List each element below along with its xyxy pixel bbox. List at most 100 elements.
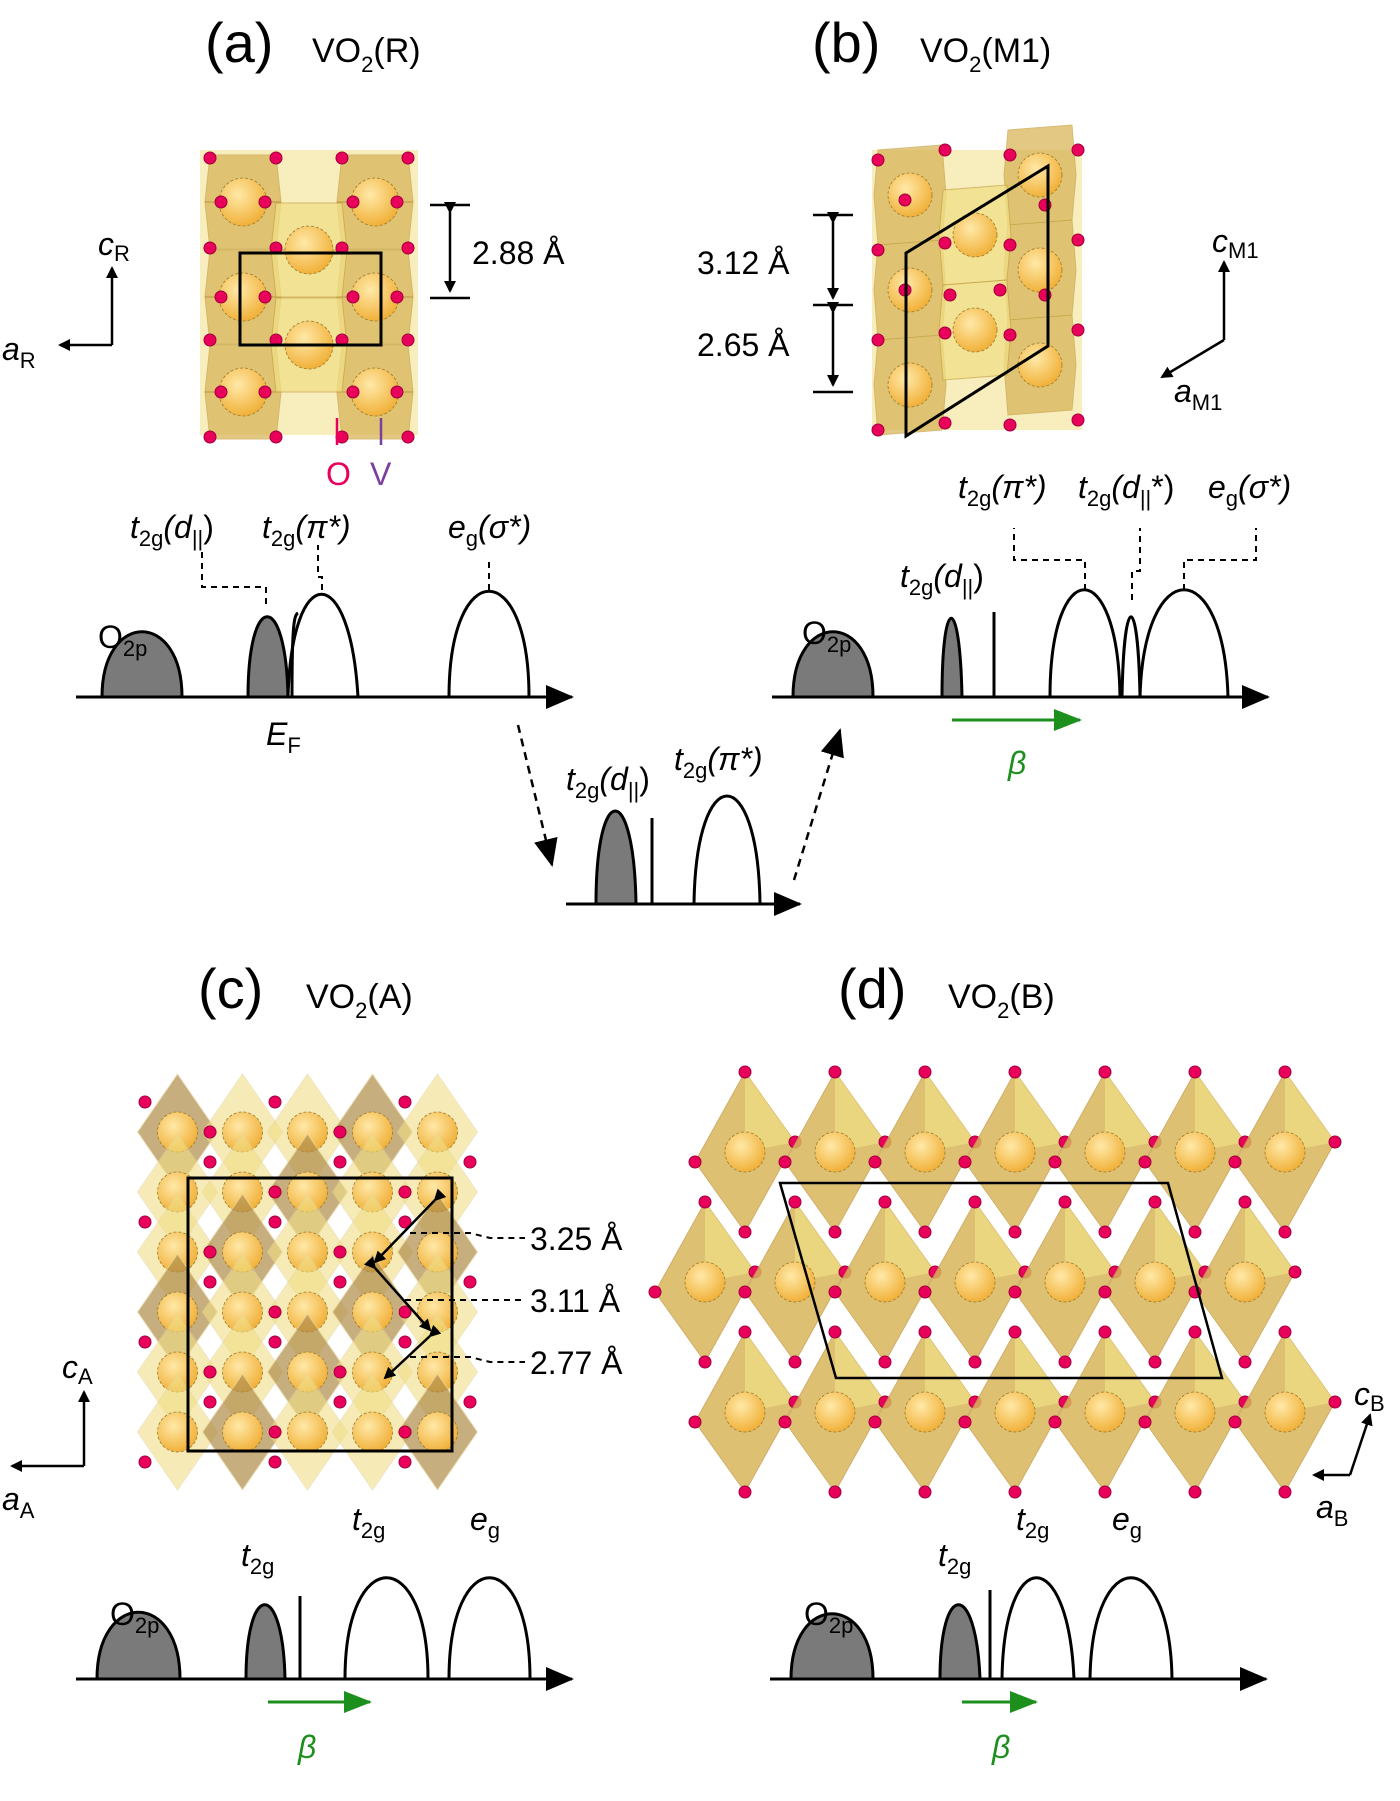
- panel-d: (d) VO2(B) cB aB β O2p t2g t2g eg: [648, 957, 1385, 1765]
- band-eg-d: [1088, 1576, 1174, 1680]
- band-t2g-dpar-star-b: [1120, 615, 1142, 698]
- oxygen-atom: [203, 1155, 217, 1169]
- oxygen-atom: [738, 1485, 752, 1499]
- oxygen-atom: [1058, 1355, 1072, 1369]
- oxygen-atom: [269, 430, 283, 444]
- band-label-eg-sigma-b: eg(σ*): [1208, 469, 1291, 511]
- band-t2g-pi-b: [1048, 588, 1122, 698]
- oxygen-atom: [828, 1485, 842, 1499]
- axis-a-d: aB: [1316, 1489, 1348, 1531]
- vanadium-atom: [1174, 1131, 1216, 1173]
- oxygen-atom: [203, 1125, 217, 1139]
- band-label-t2g-dpar-star-b: t2g(d||*): [1078, 469, 1174, 511]
- oxygen-atom: [333, 1275, 347, 1289]
- crystal-structure-d: [648, 1065, 1342, 1499]
- vanadium-label: V: [370, 456, 392, 492]
- oxygen-atom: [1238, 1355, 1252, 1369]
- beta-label-d: β: [991, 1729, 1010, 1765]
- band-label-t2g-dpar-b: t2g(d||): [900, 558, 984, 600]
- oxygen-atom: [258, 385, 272, 399]
- oxygen-atom: [1148, 1195, 1162, 1209]
- band-t2g-dpar-b: [940, 616, 964, 699]
- oxygen-atom: [648, 1285, 662, 1299]
- beta-label-c: β: [297, 1729, 316, 1765]
- transition-arrow-down: [516, 724, 558, 867]
- oxygen-atom: [828, 1325, 842, 1339]
- oxygen-atom: [898, 193, 912, 207]
- oxygen-atom: [1008, 1325, 1022, 1339]
- vanadium-atom: [1084, 1131, 1126, 1173]
- vanadium-atom: [994, 1391, 1036, 1433]
- panel-a-tag: (a): [205, 11, 273, 74]
- oxygen-atom: [918, 1225, 932, 1239]
- oxygen-atom: [390, 290, 404, 304]
- vanadium-atom: [724, 1131, 766, 1173]
- oxygen-atom: [398, 1455, 412, 1469]
- distance-label-a: 2.88 Å: [472, 235, 565, 271]
- distance-label-b1: 3.12 Å: [697, 245, 790, 281]
- oxygen-atom: [1071, 143, 1085, 157]
- axis-a-b: aM1: [1174, 373, 1222, 415]
- oxygen-atom: [958, 1155, 972, 1169]
- oxygen-atom: [1098, 1285, 1112, 1299]
- oxygen-atom: [1008, 1065, 1022, 1079]
- panel-b-title: VO2(M1): [920, 32, 1051, 77]
- band-t2g-filled-c: [244, 1603, 287, 1681]
- oxygen-atom: [778, 1415, 792, 1429]
- distance-markers-c: [363, 1188, 525, 1380]
- oxygen-atom: [1138, 1155, 1152, 1169]
- axes-c: [10, 1390, 90, 1472]
- oxygen-atom: [1098, 1065, 1112, 1079]
- band-o2p-d: [789, 1612, 875, 1681]
- oxygen-atom: [1058, 1195, 1072, 1209]
- vanadium-atom: [864, 1261, 906, 1303]
- crystal-structure-c: [136, 1073, 479, 1491]
- oxygen-atom: [1008, 1485, 1022, 1499]
- oxygen-atom: [788, 1195, 802, 1209]
- oxygen-atom: [203, 1395, 217, 1409]
- oxygen-atom: [1278, 1485, 1292, 1499]
- oxygen-atom: [871, 153, 885, 167]
- vanadium-atom: [954, 1261, 996, 1303]
- oxygen-atom: [918, 1325, 932, 1339]
- oxygen-atom: [943, 288, 957, 302]
- distance-marker-a: [430, 202, 470, 300]
- oxygen-atom: [335, 151, 349, 165]
- band-label-t2g-empty-d: t2g: [1016, 1501, 1049, 1543]
- oxygen-atom: [868, 1415, 882, 1429]
- unit-cell-a: [238, 251, 383, 347]
- oxygen-atom: [333, 1395, 347, 1409]
- oxygen-atom: [1188, 1065, 1202, 1079]
- oxygen-atom: [938, 143, 952, 157]
- vanadium-atom: [1084, 1391, 1126, 1433]
- oxygen-atom: [778, 1155, 792, 1169]
- panel-c-title: VO2(A): [306, 978, 413, 1023]
- oxygen-atom: [878, 1195, 892, 1209]
- axes-d: [1312, 1413, 1373, 1481]
- oxygen-atom: [390, 385, 404, 399]
- band-t2g-dpar-a: [246, 615, 290, 699]
- band-t2g-empty-d: [1000, 1576, 1076, 1680]
- oxygen-atom: [1188, 1325, 1202, 1339]
- oxygen-atom: [398, 1185, 412, 1199]
- oxygen-atom: [1003, 148, 1017, 162]
- oxygen-atom: [138, 1335, 152, 1349]
- oxygen-atom: [463, 1275, 477, 1289]
- oxygen-atom: [828, 1065, 842, 1079]
- vanadium-atom: [1174, 1391, 1216, 1433]
- oxygen-atom: [214, 290, 228, 304]
- vanadium-atom: [814, 1391, 856, 1433]
- vanadium-atom: [1017, 152, 1063, 198]
- distance-markers-b: [813, 212, 853, 394]
- vanadium-atom: [994, 1131, 1036, 1173]
- axes-a: [58, 266, 118, 351]
- oxygen-atom: [788, 1355, 802, 1369]
- band-t2g-empty-c: [343, 1576, 430, 1680]
- oxygen-atom: [871, 423, 885, 437]
- axes-b: [1160, 260, 1230, 379]
- oxygen-atom: [871, 333, 885, 347]
- oxygen-atom: [269, 151, 283, 165]
- oxygen-atom: [878, 1355, 892, 1369]
- band-t2g-pi-a: [286, 593, 360, 698]
